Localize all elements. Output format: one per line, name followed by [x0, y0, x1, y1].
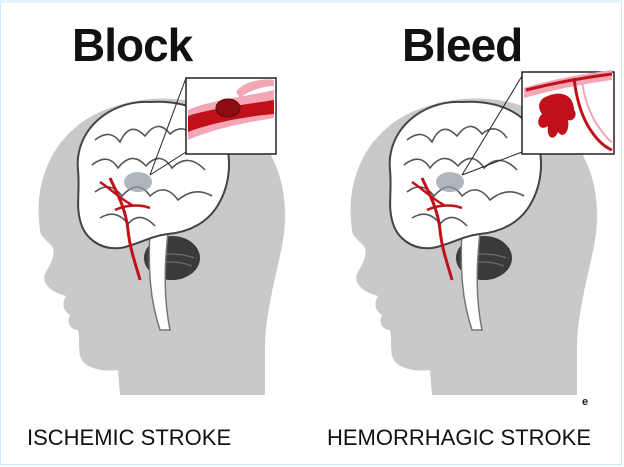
bleed-heading: Bleed	[402, 18, 522, 72]
corner-mark: e	[582, 396, 588, 408]
ischemic-caption: ISCHEMIC STROKE	[27, 425, 231, 451]
ischemic-panel: Block ISCHEMIC STROKE	[0, 0, 312, 467]
block-heading: Block	[72, 18, 192, 72]
hemorrhagic-panel: Bleed HEMORRHAGIC STROKE	[312, 0, 624, 467]
hemorrhagic-caption: HEMORRHAGIC STROKE	[327, 425, 591, 451]
clot	[216, 99, 240, 117]
